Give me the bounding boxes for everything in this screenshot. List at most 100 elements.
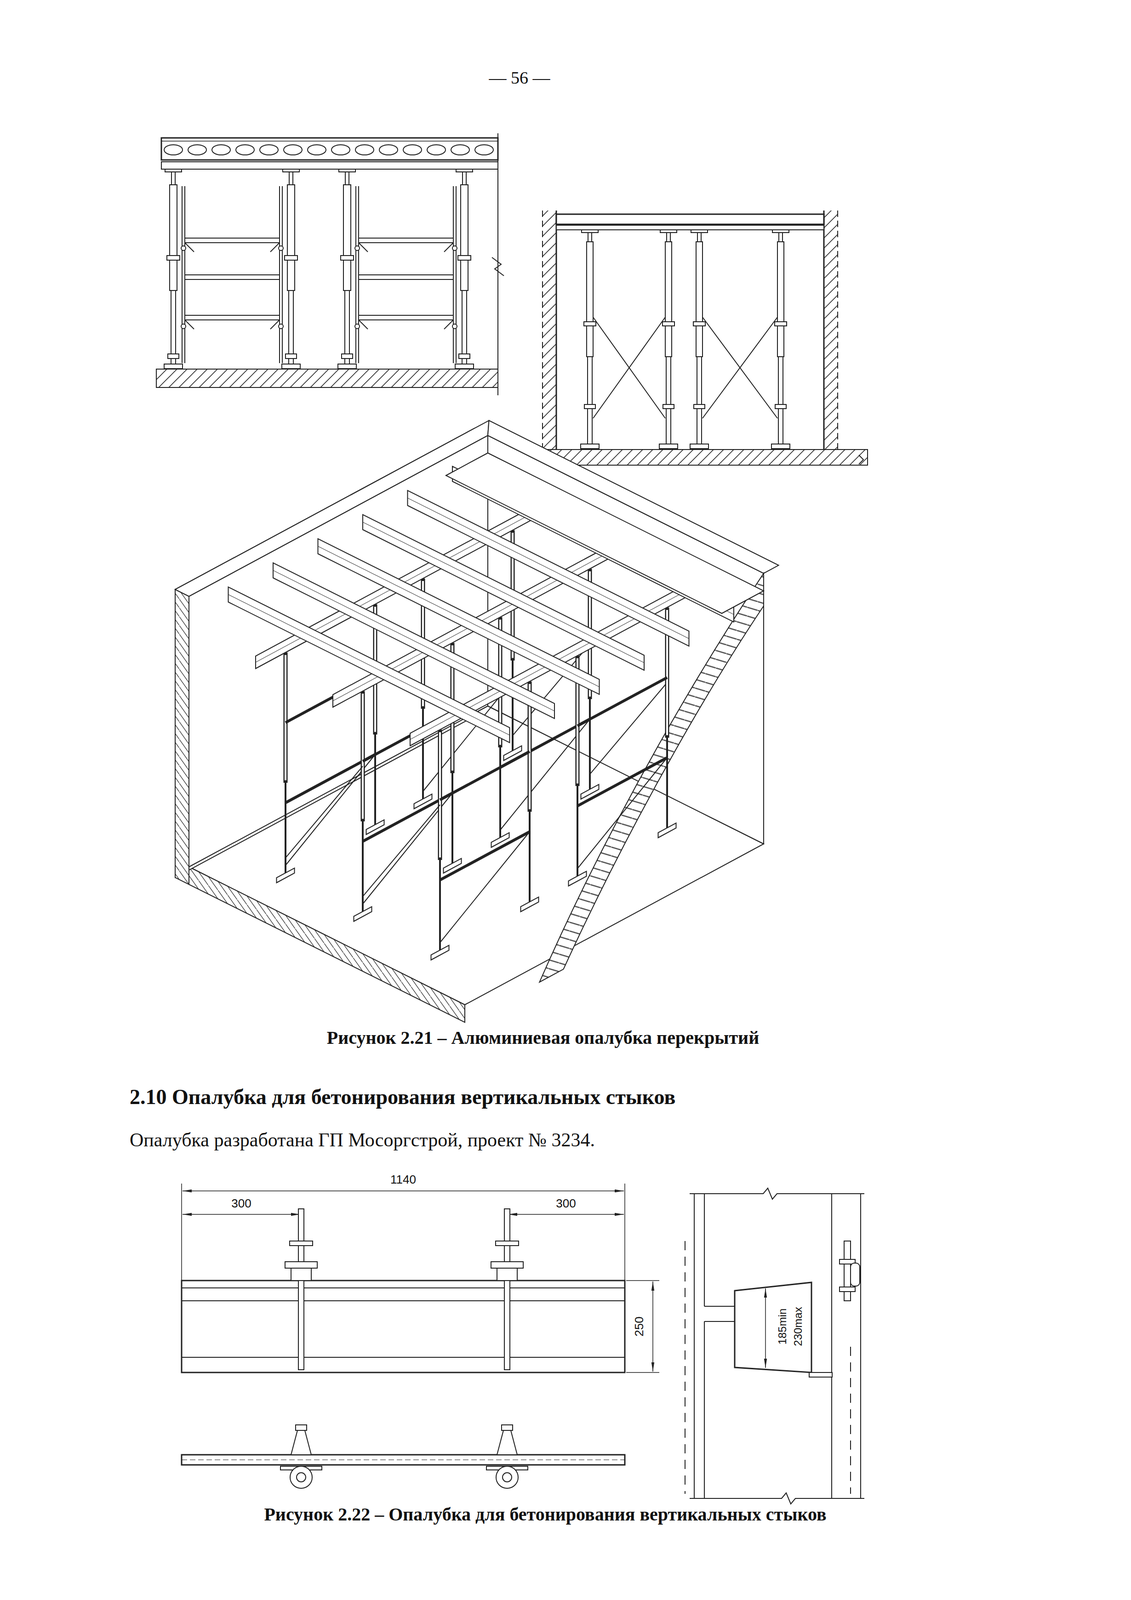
drawing-part: [188, 867, 465, 1023]
drawing-part: [175, 420, 779, 735]
drawing-part: [860, 1193, 862, 1499]
drawing-part: [291, 1268, 312, 1281]
drawing-part: [298, 1209, 304, 1371]
dimension-label: 250: [632, 1315, 646, 1338]
drawing-part: [704, 1321, 735, 1323]
drawing-part: [704, 1306, 735, 1308]
drawing-part: [181, 1357, 625, 1359]
drawing-part: [809, 1372, 833, 1378]
dimension-label: 185min: [776, 1307, 789, 1347]
drawing-part: [289, 1241, 313, 1246]
drawing-part: [354, 186, 457, 364]
drawing-part: [703, 1321, 705, 1499]
drawing-part: [291, 1430, 312, 1456]
drawing-part: [181, 186, 284, 364]
figure-caption: Рисунок 2.22 – Опалубка для бетонировани…: [263, 1504, 827, 1526]
drawing-part: [556, 225, 824, 230]
drawing-part: [659, 229, 678, 449]
drawing-part: [556, 214, 824, 225]
drawing-part: [504, 1209, 510, 1371]
drawing-part: [839, 1287, 856, 1292]
drawing-part: [837, 210, 839, 466]
drawing-part: [593, 317, 666, 419]
drawing-part: [410, 578, 697, 972]
drawing-part: [175, 589, 189, 885]
drawing-part: [703, 1193, 705, 1307]
drawing-part: [580, 229, 600, 449]
drawing-part: [181, 1455, 625, 1466]
drawing-part: [508, 1214, 624, 1216]
drawing-part: [161, 161, 498, 170]
drawing-part: [181, 1280, 625, 1373]
drawing-part: [652, 1281, 654, 1372]
drawing-part: [501, 1425, 513, 1431]
drawing-part: [850, 1347, 852, 1495]
page-number: — 56 —: [489, 68, 551, 88]
figure-caption: Рисунок 2.21 – Алюминиевая опалубка пере…: [326, 1028, 760, 1049]
drawing-part: [693, 1193, 695, 1499]
drawing-part: [161, 137, 498, 160]
drawing-part: [831, 1193, 833, 1499]
slab-formwork-elevation: [156, 133, 504, 396]
joint-formwork-plan-view: [181, 1425, 625, 1489]
drawing-part: [491, 257, 504, 276]
drawing-part: [542, 210, 557, 466]
drawing-part: [175, 589, 189, 885]
drawing-part: [542, 210, 543, 466]
drawing-part: [156, 369, 498, 388]
drawing-part: [181, 1300, 625, 1302]
drawing-part: [455, 169, 474, 369]
drawing-part: [497, 133, 499, 396]
drawing-part: [280, 1425, 528, 1489]
drawing-part: [496, 1430, 518, 1456]
drawing-part: [734, 1282, 812, 1373]
section-heading: 2.10 Опалубка для бетонирования вертикал…: [129, 1085, 676, 1110]
drawing-part: [285, 1262, 318, 1269]
drawing-part: [496, 1268, 518, 1281]
drawing-part: [182, 1190, 624, 1192]
drawing-part: [684, 1241, 686, 1495]
drawing-part: [839, 1241, 860, 1302]
dimension-label: 300: [554, 1197, 577, 1211]
joint-formwork-front-view: [181, 1183, 660, 1373]
drawing-part: [502, 1473, 512, 1483]
drawing-part: [689, 1493, 865, 1505]
drawing-part: [182, 1214, 301, 1216]
drawing-part: [445, 453, 764, 614]
drawing-part: [702, 317, 778, 419]
dimension-label: 1140: [388, 1173, 418, 1187]
slab-formwork-isometric: [175, 420, 779, 1023]
drawing-part: [702, 317, 778, 419]
drawing-part: [823, 210, 825, 450]
drawing-part: [626, 1372, 660, 1374]
drawing-part: [765, 1288, 766, 1369]
drawing-part: [593, 317, 666, 419]
drawing-part: [281, 169, 301, 369]
drawing-part: [495, 1241, 519, 1246]
drawing-part: [771, 229, 790, 449]
drawing-part: [188, 867, 465, 1023]
slab-formwork-section: [531, 210, 868, 474]
drawing-part: [555, 210, 558, 450]
drawing-part: [181, 1183, 183, 1281]
drawing-part: [496, 1466, 519, 1489]
dimension-label: 230max: [792, 1305, 805, 1348]
drawing-part: [295, 1425, 307, 1431]
body-text: Опалубка разработана ГП Мосоргстрой, про…: [129, 1129, 595, 1151]
drawing-part: [285, 1209, 524, 1371]
drawing-part: [689, 1188, 865, 1200]
drawing-part: [823, 210, 838, 466]
dimension-label: 300: [229, 1197, 253, 1211]
joint-formwork-section: [685, 1188, 865, 1505]
drawing-part: [445, 453, 764, 614]
drawing-part: [164, 169, 183, 369]
drawing-part: [850, 1263, 860, 1287]
drawing-part: [531, 449, 868, 466]
drawing-part: [296, 1473, 306, 1483]
drawing-part: [690, 229, 709, 449]
drawing-part: [624, 1183, 626, 1281]
drawing-part: [285, 727, 440, 936]
drawing-part: [337, 169, 357, 369]
drawing-part: [491, 1262, 524, 1269]
